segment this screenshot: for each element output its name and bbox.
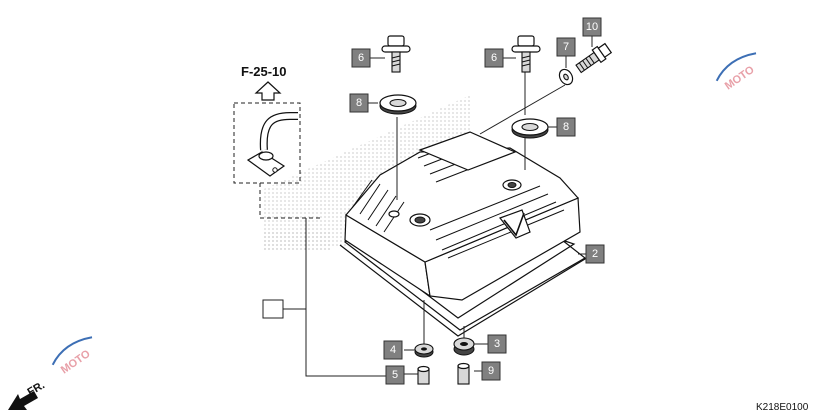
svg-text:2: 2 [592, 248, 598, 260]
svg-text:5: 5 [392, 369, 398, 381]
callout-2[interactable]: 2 [585, 244, 605, 264]
seal-washer-8a [379, 94, 417, 115]
seal-washer-8b [511, 118, 549, 139]
reference-label: F-25-10 [241, 64, 287, 79]
svg-text:3: 3 [494, 338, 500, 350]
up-arrow-icon [254, 81, 282, 101]
svg-text:9: 9 [488, 365, 494, 377]
reference-group: F-25-10 [241, 64, 287, 101]
svg-text:MOTO: MOTO [723, 64, 757, 93]
bolt-part-6a [381, 35, 411, 73]
cylinder-head-cover [339, 131, 591, 337]
watermark-bottom-left: MOTO [51, 336, 93, 377]
svg-text:MOTO: MOTO [59, 348, 93, 377]
svg-text:10: 10 [586, 21, 598, 33]
grommet-part-4 [414, 343, 434, 358]
fr-arrow-icon [8, 391, 38, 410]
dowel-pin-part-5 [417, 365, 430, 385]
leader-lines [283, 36, 593, 377]
callout-8a[interactable]: 8 [349, 93, 369, 113]
svg-text:6: 6 [491, 52, 497, 64]
callout-blank[interactable] [262, 299, 284, 319]
fr-label: FR. [26, 379, 47, 398]
watermark-top-right: MOTO [715, 52, 757, 93]
seal-part-3 [453, 337, 475, 356]
callout-3[interactable]: 3 [487, 334, 507, 354]
svg-text:7: 7 [563, 41, 569, 53]
callout-6b[interactable]: 6 [484, 48, 504, 68]
svg-text:6: 6 [358, 52, 364, 64]
callout-4[interactable]: 4 [383, 340, 403, 360]
washer-part-7 [558, 68, 574, 86]
svg-text:8: 8 [563, 121, 569, 133]
callout-8b[interactable]: 8 [556, 117, 576, 137]
callout-7[interactable]: 7 [556, 37, 576, 57]
diagram-code: K218E0100 [756, 402, 809, 413]
breather-pipe-detail [233, 102, 320, 219]
dowel-pin-part-9 [457, 362, 470, 385]
front-direction-indicator: FR. [8, 379, 47, 410]
bolt-part-6b [511, 35, 541, 73]
svg-text:4: 4 [390, 344, 396, 356]
callout-6a[interactable]: 6 [351, 48, 371, 68]
bolt-part-10 [575, 42, 613, 74]
svg-text:8: 8 [356, 97, 362, 109]
callout-9[interactable]: 9 [481, 361, 501, 381]
callout-10[interactable]: 10 [582, 17, 602, 37]
callout-5[interactable]: 5 [385, 365, 405, 385]
